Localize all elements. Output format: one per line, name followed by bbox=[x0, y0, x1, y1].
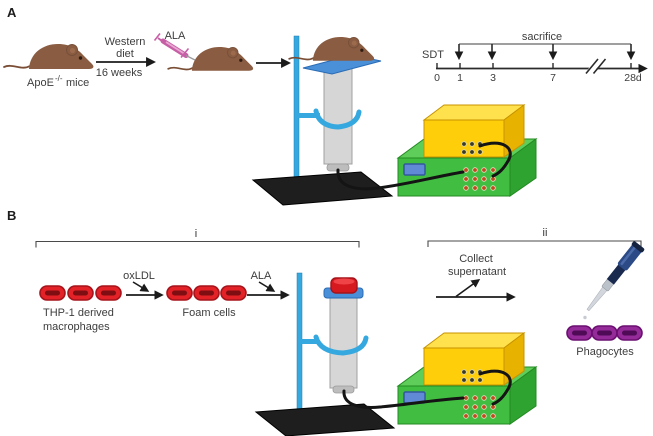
macrophages-label-line1: THP-1 derived bbox=[43, 307, 114, 319]
bracket-step-ii bbox=[427, 240, 642, 247]
clamp-arm-a bbox=[298, 113, 320, 118]
clamp-arm-b bbox=[301, 339, 318, 344]
collect-label-line2: supernatant bbox=[448, 266, 506, 278]
phagocytes-label: Phagocytes bbox=[576, 346, 634, 358]
foam-cells-label: Foam cells bbox=[182, 307, 236, 319]
timeline-tick-1: 1 bbox=[457, 72, 463, 84]
treatment-timeline: sacrifice SDT 0 1 3 7 28d bbox=[422, 31, 648, 84]
transducer-cylinder-b bbox=[329, 295, 358, 389]
lab-stand-b bbox=[254, 272, 396, 436]
apoe-mice-label-rest: mice bbox=[66, 77, 89, 89]
sdt-label: SDT bbox=[422, 49, 444, 61]
timeline-tick-3: 3 bbox=[490, 72, 496, 84]
macrophage-dishes bbox=[39, 285, 122, 301]
apoe-mouse-icon bbox=[3, 43, 95, 70]
foam-cell-dishes bbox=[166, 285, 247, 301]
western-diet-label-line1: Western bbox=[105, 36, 146, 48]
transducer-cable-b bbox=[342, 389, 465, 409]
ala-injection-label-a: ALA bbox=[165, 30, 186, 42]
panel-a-letter: A bbox=[7, 5, 17, 20]
pipette-icon bbox=[586, 241, 645, 312]
collect-branch-arrow bbox=[455, 278, 481, 298]
step-ii-label: ii bbox=[543, 227, 548, 239]
timeline-tick-28d: 28d bbox=[624, 72, 642, 84]
step-i-label: i bbox=[195, 228, 197, 240]
phagocyte-dishes bbox=[566, 325, 643, 341]
stand-base-b bbox=[254, 403, 396, 436]
stand-base-a bbox=[251, 171, 394, 206]
oxldl-add-arrow bbox=[132, 281, 150, 292]
pipette-drop bbox=[583, 315, 587, 320]
collect-label-line1: Collect bbox=[459, 253, 493, 265]
clamp-ring-b bbox=[313, 334, 369, 356]
bracket-step-i bbox=[35, 240, 360, 248]
ala-label-b: ALA bbox=[251, 270, 272, 282]
apoe-mice-label: ApoE -/- mice bbox=[27, 74, 89, 89]
ala-syringe-icon bbox=[153, 33, 196, 61]
axis-break-slash-2 bbox=[592, 58, 607, 75]
macrophages-label-line2: macrophages bbox=[43, 321, 110, 333]
mouse-on-platform-icon bbox=[288, 36, 375, 62]
transducer-cylinder-a bbox=[323, 67, 353, 165]
timeline-tick-7: 7 bbox=[550, 72, 556, 84]
sacrifice-label: sacrifice bbox=[522, 31, 562, 43]
apoe-mice-label-base: ApoE bbox=[27, 77, 54, 89]
transducer-cable-a bbox=[336, 168, 465, 191]
apoe-mice-label-sup: -/- bbox=[55, 74, 63, 83]
oxldl-label: oxLDL bbox=[123, 270, 155, 282]
diet-duration-label: 16 weeks bbox=[96, 67, 143, 79]
clamp-ring-a bbox=[313, 108, 362, 130]
western-diet-label-line2: diet bbox=[116, 48, 134, 60]
ala-add-arrow bbox=[258, 281, 276, 292]
panel-b-letter: B bbox=[7, 208, 16, 223]
sonication-device-b bbox=[396, 331, 538, 426]
culture-dish-on-transducer bbox=[330, 277, 358, 294]
stand-pole-b bbox=[296, 272, 303, 429]
lab-stand-a bbox=[251, 35, 394, 206]
axis-break-slash-1 bbox=[585, 58, 599, 75]
timeline-tick-0: 0 bbox=[434, 72, 440, 84]
